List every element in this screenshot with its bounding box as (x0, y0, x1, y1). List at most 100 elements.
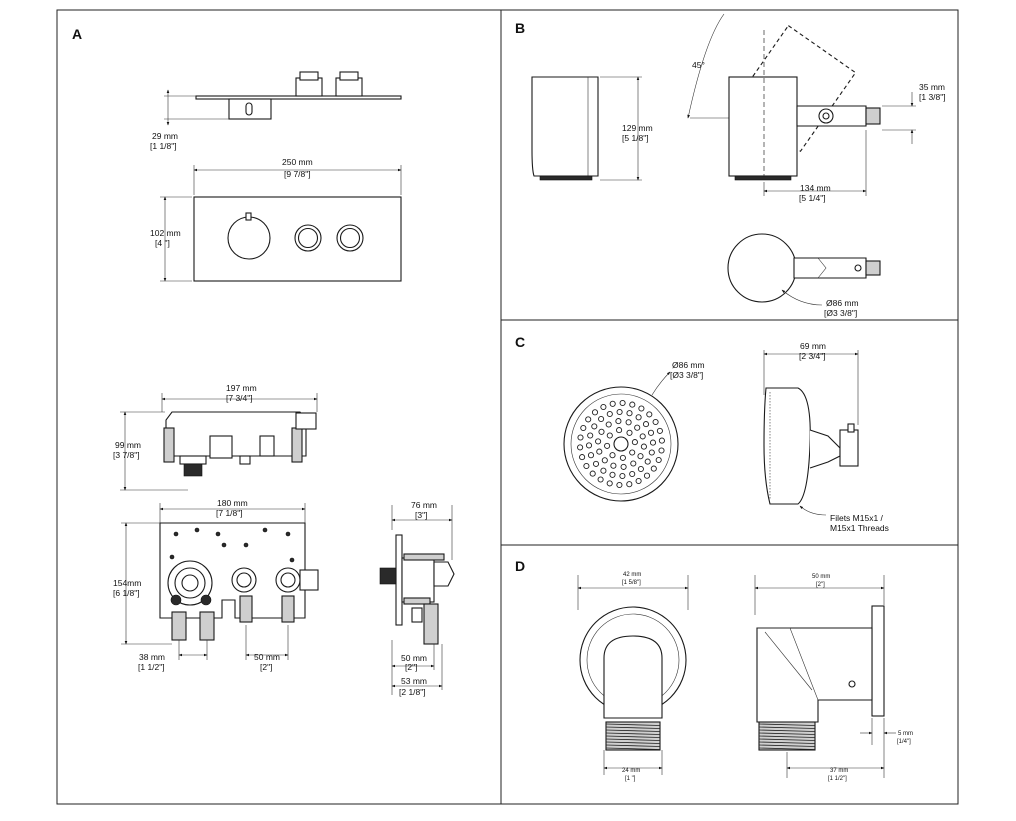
dim-b-angle: 45° (692, 60, 705, 70)
dim-d-outlet-in: [1 1/2"] (828, 776, 847, 782)
dim-b-length-mm: 134 mm (800, 183, 831, 193)
nozzle (591, 423, 598, 430)
nozzle (650, 465, 657, 472)
nozzle (626, 429, 633, 436)
nozzle (587, 432, 594, 439)
nozzle (583, 462, 590, 470)
dim-c-depth-mm: 69 mm (800, 341, 826, 351)
nozzle (579, 454, 586, 461)
dim-c-dia-in: [Ø3 3/8"] (670, 370, 703, 380)
panel-d: 42 mm [1 5/8"] 24 mm [1 "] 50 mm [2"] 5 … (577, 572, 913, 782)
nozzle (620, 463, 627, 470)
dim-d-depth-in: [2"] (816, 582, 825, 588)
nozzle (609, 452, 616, 459)
nozzle (585, 416, 592, 423)
nozzle (601, 457, 608, 464)
nozzle (609, 471, 616, 478)
dim-side-a-in: [2"] (405, 662, 417, 672)
nozzle (642, 421, 650, 428)
nozzle (643, 472, 651, 479)
nozzle (629, 401, 636, 408)
dim-outlet-right-in: [2"] (260, 662, 272, 672)
nozzle (658, 447, 665, 454)
spray-nozzles (577, 399, 665, 489)
thread-line (605, 741, 661, 744)
nozzle (610, 462, 617, 469)
nozzle (637, 453, 644, 460)
nozzle (577, 434, 584, 441)
thread-line (758, 729, 816, 732)
nozzle (638, 405, 645, 412)
dim-body-height-in: [6 1/8"] (113, 588, 140, 598)
dim-b-arm-in: [1 3/8"] (919, 92, 946, 102)
dim-d-thread-in: [1 "] (625, 776, 636, 782)
dim-d-plate-in: [1/4"] (897, 739, 911, 745)
nozzle (606, 480, 613, 487)
thread-line (758, 735, 816, 738)
dim-body-width-mm: 180 mm (217, 498, 248, 508)
nozzle (619, 399, 626, 407)
dim-plate-depth-mm: 29 mm (152, 131, 178, 141)
showerhead-face-view (563, 371, 679, 502)
dim-d-depth-mm: 50 mm (812, 574, 830, 580)
nozzle (591, 409, 599, 416)
nozzle (587, 452, 595, 459)
nozzle (639, 433, 646, 440)
nozzle (656, 427, 663, 434)
nozzle (598, 415, 605, 423)
nozzle (626, 410, 633, 417)
nozzle (596, 448, 603, 455)
dim-side-a-mm: 50 mm (401, 653, 427, 663)
dim-side-b-mm: 53 mm (401, 676, 427, 686)
thread-line (605, 735, 661, 738)
dim-valve-depth-mm: 99 mm (115, 440, 141, 450)
nozzle (606, 432, 613, 439)
dim-side-b-in: [2 1/8"] (399, 687, 426, 697)
showerhead-front-view (531, 76, 642, 181)
nozzle (592, 460, 600, 467)
nozzle (597, 476, 604, 483)
nozzle (625, 419, 632, 426)
nozzle (629, 470, 636, 478)
thread-lines-front (605, 723, 661, 750)
thread-line (758, 723, 816, 726)
wall-outlet-front-view (577, 575, 689, 775)
nozzle (644, 458, 651, 465)
panel-b: 129 mm [5 1/8"] 45° 35 mm [1 3/8"] (531, 13, 946, 318)
nozzle (585, 442, 593, 449)
thread-line (605, 732, 661, 735)
nozzle (604, 442, 611, 449)
nozzle (649, 439, 657, 446)
trim-plate-top-view (164, 71, 402, 126)
panel-a: 29 mm [1 1/8"] 250 mm [9 7/8"] 102 mm [4… (113, 71, 455, 697)
thread-line (758, 738, 816, 741)
thread-line (605, 729, 661, 732)
nozzle (631, 439, 638, 446)
nozzle (595, 438, 602, 445)
thread-line (605, 738, 661, 741)
nozzle (606, 410, 613, 418)
dim-b-length-in: [5 1/4"] (799, 193, 826, 203)
nozzle (630, 460, 637, 467)
nozzle (577, 444, 584, 451)
dim-d-plate-mm: 5 mm (898, 731, 913, 737)
dim-outlet-left-mm: 38 mm (139, 652, 165, 662)
thread-line (758, 726, 816, 729)
panel-c-label: C (515, 334, 525, 350)
thread-line (605, 744, 661, 747)
nozzle (589, 470, 596, 477)
nozzle (658, 437, 665, 444)
thread-line (605, 726, 661, 729)
dim-plate-width-in: [9 7/8"] (284, 169, 311, 179)
dim-valve-depth-in: [3 7/8"] (113, 450, 140, 460)
nozzle (655, 456, 662, 464)
dim-plate-height-in: [4 "] (155, 238, 170, 248)
nozzle (600, 403, 607, 411)
dim-plate-width-mm: 250 mm (282, 157, 313, 167)
panel-frames (56, 9, 959, 805)
dim-valve-width-mm: 197 mm (226, 383, 257, 393)
dim-plate-depth-in: [1 1/8"] (150, 141, 177, 151)
dim-c-thread-fr: Filets M15x1 / (830, 513, 884, 523)
panel-a-label: A (72, 26, 82, 42)
